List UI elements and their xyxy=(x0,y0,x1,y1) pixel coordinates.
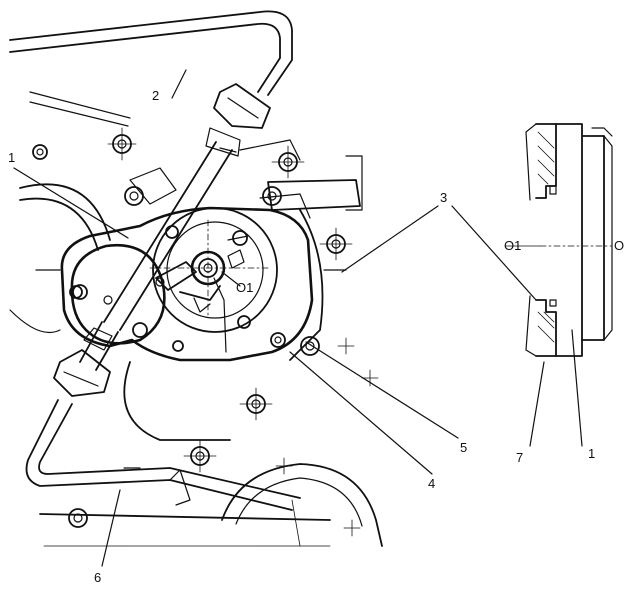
leader-lines xyxy=(13,69,583,567)
bolt-2 xyxy=(271,145,305,179)
callout-1-left: 1 xyxy=(8,150,15,165)
callout-1-right: 1 xyxy=(588,446,595,461)
bolt-5 xyxy=(319,227,353,261)
callout-5: 5 xyxy=(460,440,467,455)
bolt-4 xyxy=(124,186,144,206)
diagonal-pipe xyxy=(79,141,233,371)
label-o1-center: O1 xyxy=(236,280,253,295)
label-o-section: O xyxy=(614,238,624,253)
bolt-11 xyxy=(69,285,83,299)
pipe-union-nut xyxy=(205,83,271,157)
bolt-6 xyxy=(300,336,320,356)
engine-block-outline xyxy=(9,183,324,441)
lower-pipe xyxy=(25,399,301,511)
callout-6: 6 xyxy=(94,570,101,585)
section-view xyxy=(505,123,613,357)
reference-crosses xyxy=(35,269,347,469)
bolt-8 xyxy=(239,387,273,421)
callout-4: 4 xyxy=(428,476,435,491)
bolt-7 xyxy=(270,332,286,348)
callout-3: 3 xyxy=(440,190,447,205)
lower-union-nut xyxy=(53,327,113,397)
pump-housing xyxy=(60,167,314,362)
upper-right-bracket xyxy=(239,139,363,211)
callout-7: 7 xyxy=(516,450,523,465)
label-o1-section: O1 xyxy=(504,238,521,253)
callout-2: 2 xyxy=(152,88,159,103)
bolt-1 xyxy=(107,127,137,161)
bolt-12 xyxy=(32,144,48,160)
lower-housing xyxy=(39,337,383,547)
central-hub xyxy=(149,219,271,353)
upper-pipe xyxy=(9,10,293,127)
bolt-9 xyxy=(183,439,217,473)
bolt-10 xyxy=(68,508,88,528)
callout-labels: 1 2 3 4 5 6 7 1 O1 O1 O xyxy=(8,88,624,585)
oval-flange xyxy=(70,243,166,345)
bolt-heads xyxy=(32,127,353,528)
